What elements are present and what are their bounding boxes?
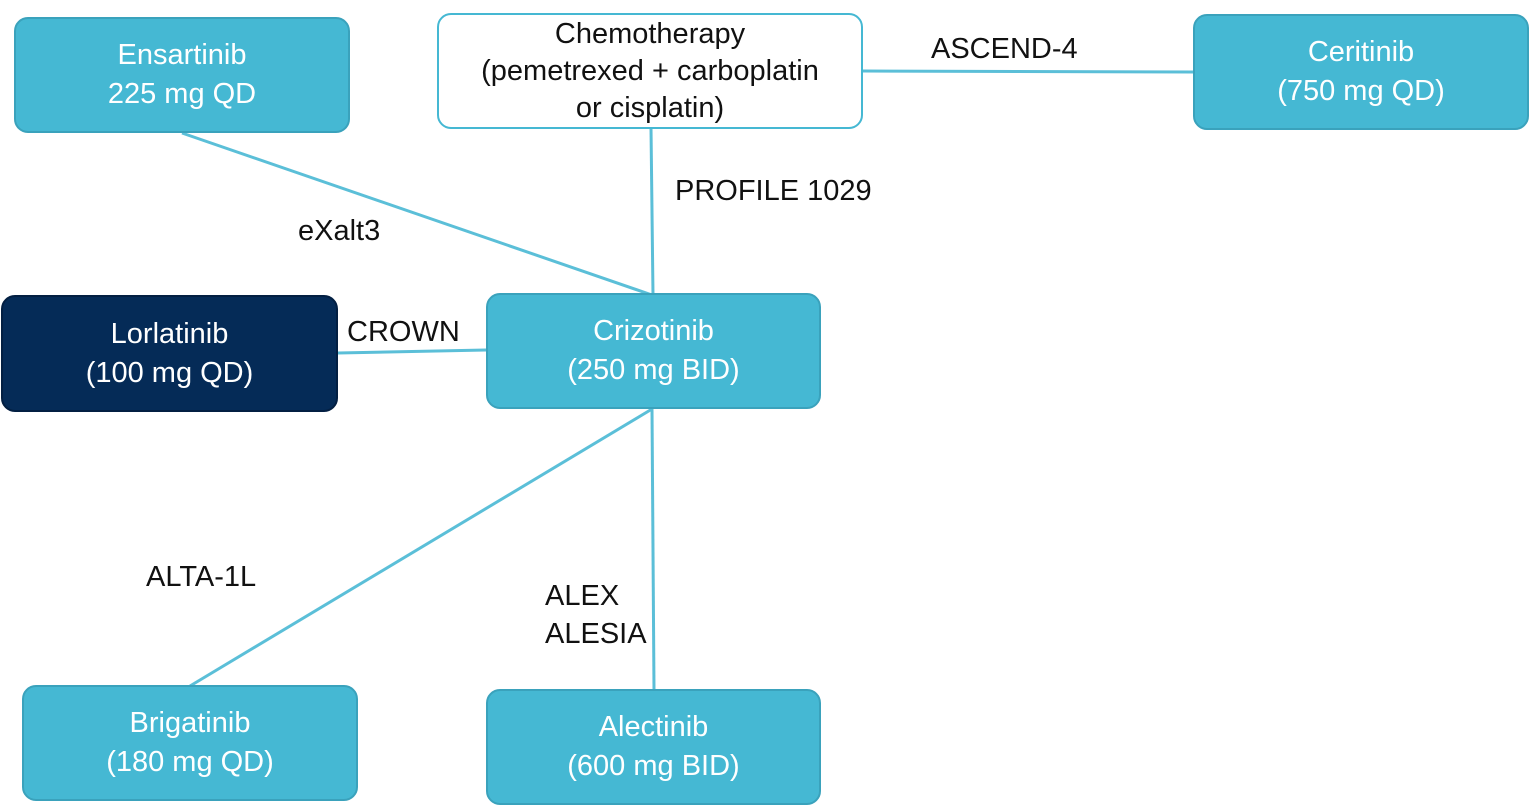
edge-crizotinib-alectinib [650,408,656,691]
node-crizotinib-name: Crizotinib [593,315,714,347]
node-chemotherapy-line1: Chemotherapy [554,17,746,50]
node-ensartinib: Ensartinib 225 mg QD [14,17,350,133]
node-ceritinib-dose: (750 mg QD) [1277,75,1445,107]
node-chemotherapy: Chemotherapy (pemetrexed + carboplatin o… [437,13,863,129]
trial-label-alta1l: ALTA-1L [146,561,257,593]
node-ceritinib-name: Ceritinib [1307,36,1415,68]
node-brigatinib: Brigatinib (180 mg QD) [22,685,358,801]
node-brigatinib-dose: (180 mg QD) [106,746,274,778]
trial-label-ascend4: ASCEND-4 [931,33,1078,65]
node-brigatinib-name: Brigatinib [129,707,251,739]
node-chemotherapy-line3: or cisplatin) [575,91,725,124]
edge-chemotherapy-ceritinib [862,69,1194,74]
node-alectinib-dose: (600 mg BID) [567,750,740,782]
node-lorlatinib-name: Lorlatinib [110,317,229,350]
node-lorlatinib-dose: (100 mg QD) [85,356,254,389]
node-crizotinib: Crizotinib (250 mg BID) [486,293,821,409]
node-ceritinib: Ceritinib (750 mg QD) [1193,14,1529,130]
trial-label-alex: ALEX [545,580,620,612]
node-ensartinib-dose: 225 mg QD [107,78,257,110]
node-ensartinib-name: Ensartinib [117,39,247,71]
edge-chemotherapy-crizotinib [649,127,655,296]
node-chemotherapy-line2: (pemetrexed + carboplatin [481,54,819,87]
trial-label-exalt3: eXalt3 [298,215,381,247]
node-crizotinib-dose: (250 mg BID) [567,354,740,386]
node-lorlatinib: Lorlatinib (100 mg QD) [1,295,338,412]
edge-ensartinib-crizotinib [181,131,653,297]
edge-lorlatinib-crizotinib [337,348,487,355]
edge-crizotinib-brigatinib [189,407,653,688]
trial-label-profile1029: PROFILE 1029 [675,175,872,207]
node-alectinib: Alectinib (600 mg BID) [486,689,821,805]
node-alectinib-name: Alectinib [598,711,709,743]
trial-label-alesia: ALESIA [545,618,647,650]
trial-label-crown: CROWN [347,316,460,348]
